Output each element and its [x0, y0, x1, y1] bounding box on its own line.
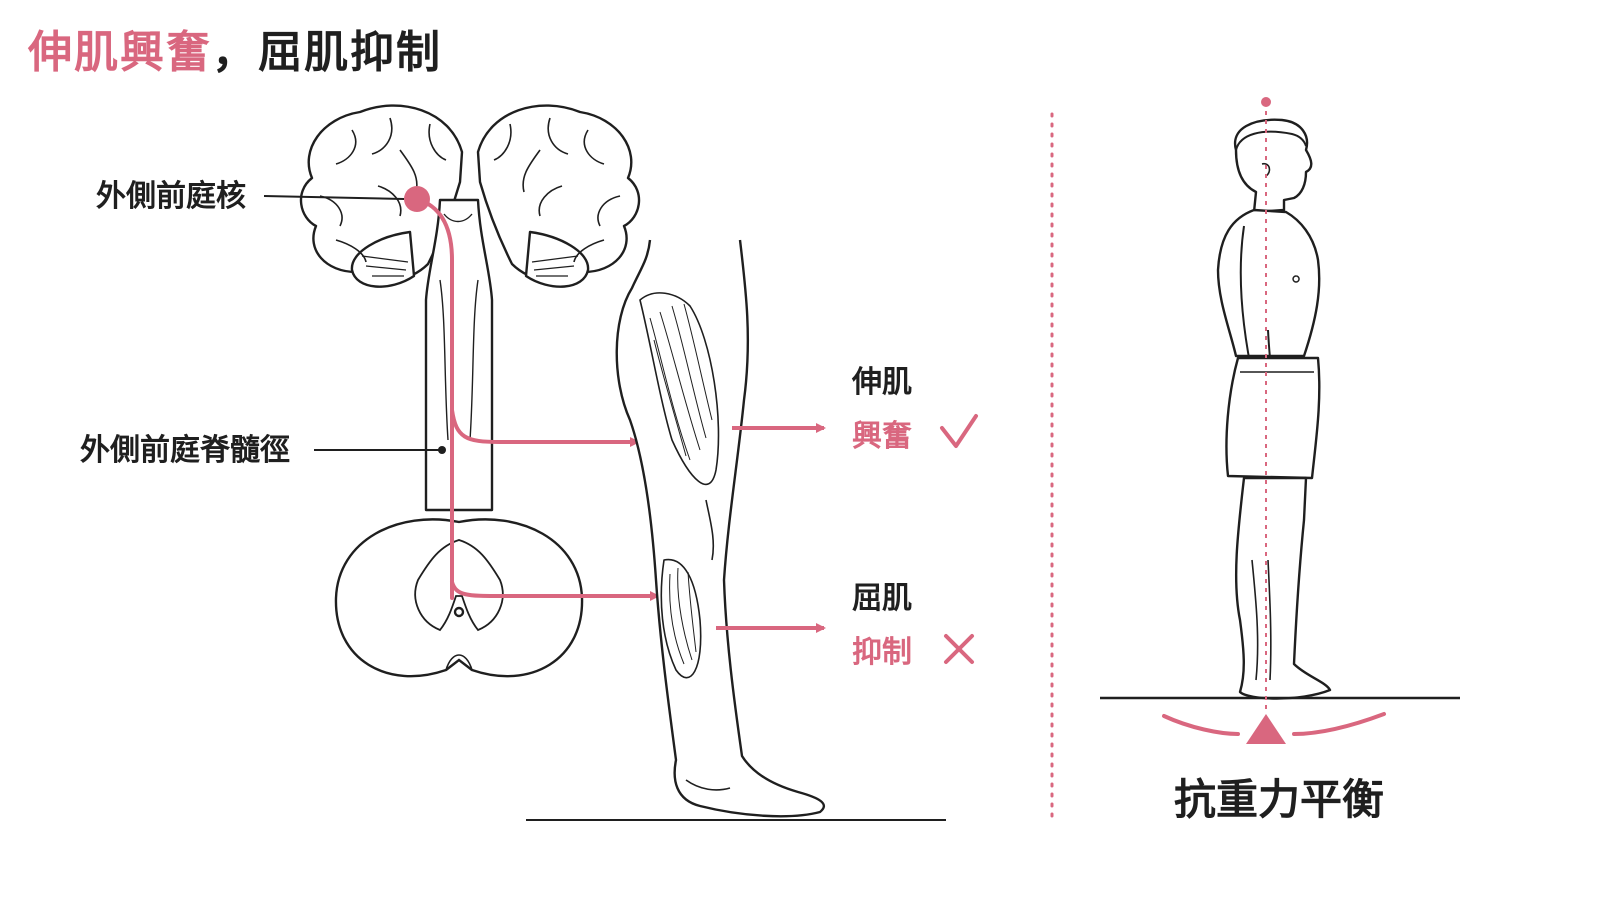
flexor-group: 屈肌 抑制: [716, 581, 974, 670]
leg-illustration: [526, 239, 946, 821]
flexor-effect-label: 抑制: [852, 635, 912, 670]
flexor-label: 屈肌: [852, 581, 912, 616]
extensor-group: 伸肌 興奮: [732, 365, 978, 454]
cross-mark-icon: [944, 634, 974, 664]
check-mark-icon: [940, 414, 978, 448]
nucleus-marker: [404, 186, 430, 212]
spinal-cord-section: [334, 518, 584, 678]
standing-person-illustration: [1100, 118, 1460, 700]
title-separator: ，: [212, 27, 258, 78]
tract-label: 外側前庭脊髓徑: [80, 433, 290, 468]
tract-label-group: 外側前庭脊髓徑: [80, 433, 446, 468]
gravity-point: [1261, 97, 1271, 107]
title-rest: 屈肌抑制: [258, 27, 442, 78]
title-emphasis: 伸肌興奮: [28, 27, 212, 78]
triangle-pivot-icon: [1162, 712, 1386, 744]
nucleus-label: 外側前庭核: [96, 179, 246, 214]
extensor-label: 伸肌: [851, 365, 912, 400]
page-title: 伸肌興奮，屈肌抑制: [28, 16, 442, 80]
nucleus-label-group: 外側前庭核: [96, 179, 405, 214]
balance-label: 抗重力平衡: [1174, 775, 1384, 824]
extensor-effect-label: 興奮: [852, 419, 912, 454]
brain-illustration: [299, 104, 641, 512]
